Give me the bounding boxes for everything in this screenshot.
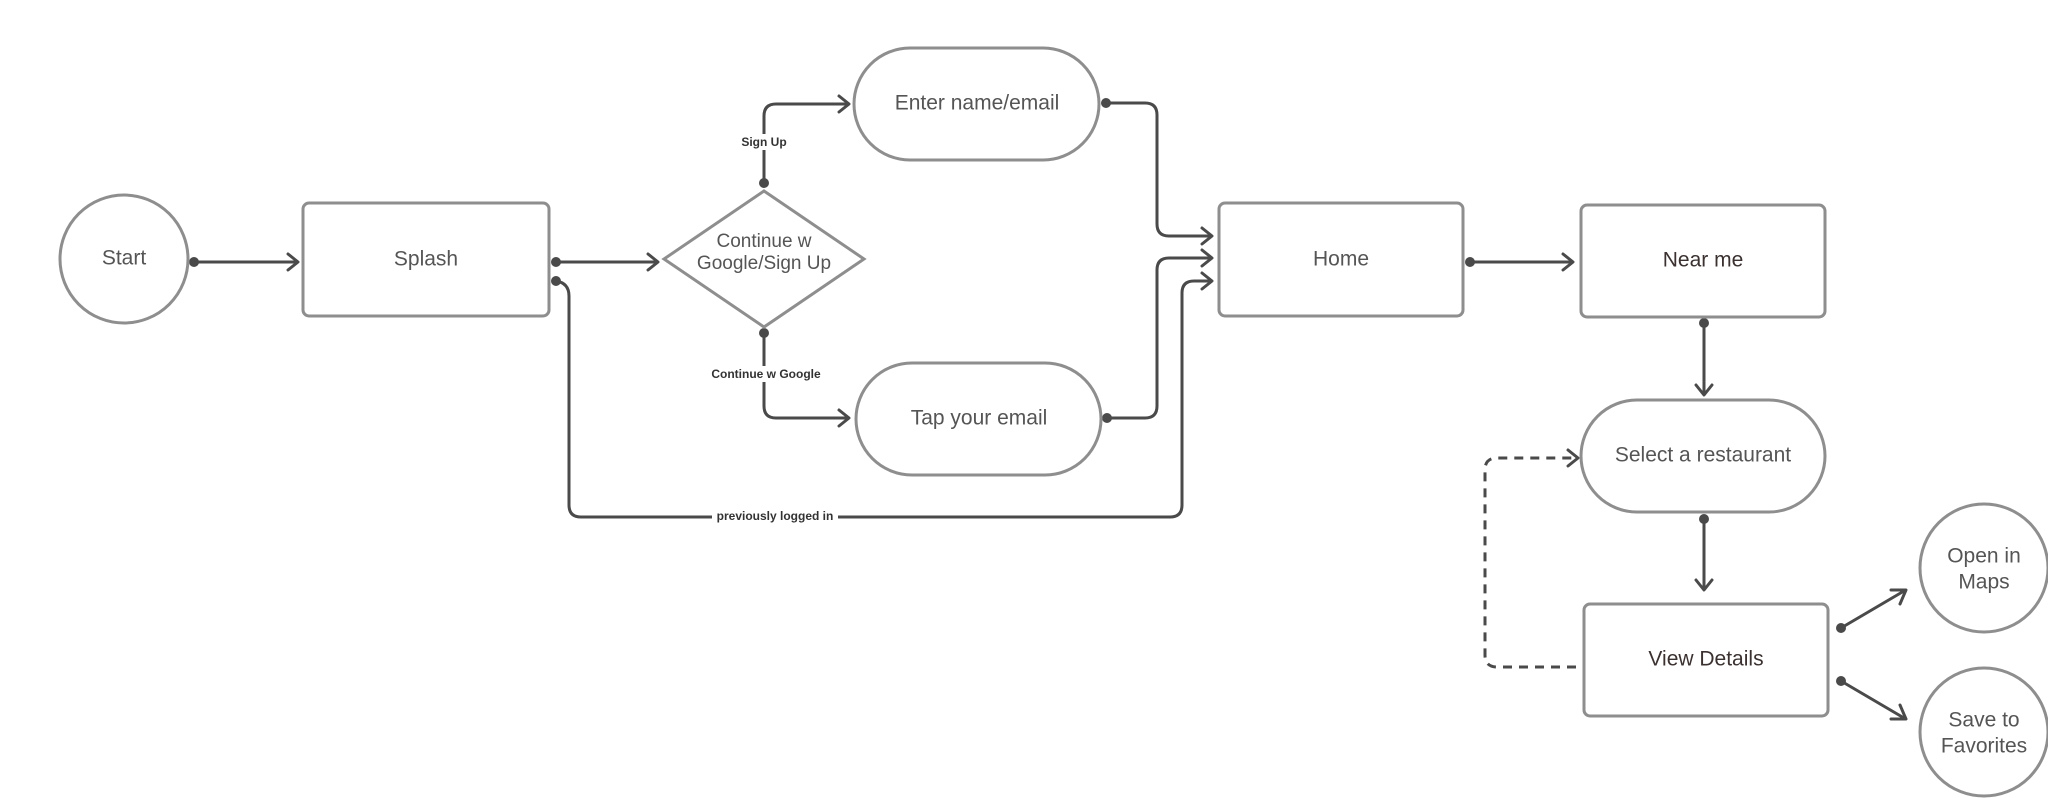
edge-label-continue-google: Continue w Google xyxy=(711,367,821,381)
connector-dots xyxy=(189,98,1846,686)
edge-tap-email-home xyxy=(1105,256,1213,420)
node-start[interactable]: Start xyxy=(58,193,190,325)
connector-dot xyxy=(551,257,561,267)
node-select-restaurant[interactable]: Select a restaurant xyxy=(1579,398,1827,514)
edge-decision-enter-name xyxy=(762,102,850,185)
node-splash[interactable]: Splash xyxy=(301,201,551,318)
node-open-in-maps-label-line-2: Maps xyxy=(1958,571,2009,594)
node-decision-label-line-1: Continue w xyxy=(716,231,811,252)
edge-label-previously-logged-in: previously logged in xyxy=(717,509,834,523)
node-open-in-maps-label-line-1: Open in xyxy=(1947,545,2021,568)
connector-dot xyxy=(1699,514,1709,524)
connector-dot xyxy=(759,328,769,338)
node-save-to-favorites[interactable]: Save to Favorites xyxy=(1918,666,2048,798)
node-home[interactable]: Home xyxy=(1217,201,1465,318)
arrow-icon xyxy=(1200,226,1214,246)
edge-view-details-back-dashed xyxy=(1483,456,1577,669)
node-splash-label: Splash xyxy=(394,248,458,271)
edges xyxy=(192,94,1908,721)
nodes: Start Splash Continue w Google/Sign Up E… xyxy=(58,46,2048,798)
connector-dot xyxy=(1699,318,1709,328)
node-start-label: Start xyxy=(102,247,147,270)
arrow-icon xyxy=(1694,578,1714,592)
connector-dot xyxy=(1836,676,1846,686)
node-decision-label-line-2: Google/Sign Up xyxy=(697,253,831,274)
arrow-icon xyxy=(646,252,660,272)
arrow-icon xyxy=(1889,588,1908,606)
connector-dot xyxy=(1836,623,1846,633)
node-near-me-label: Near me xyxy=(1663,249,1744,272)
node-near-me[interactable]: Near me xyxy=(1579,203,1827,319)
node-tap-your-email[interactable]: Tap your email xyxy=(854,361,1103,477)
connector-dot xyxy=(1102,413,1112,423)
arrow-icon xyxy=(1200,271,1214,291)
edge-label-sign-up: Sign Up xyxy=(741,135,786,149)
node-open-in-maps[interactable]: Open in Maps xyxy=(1918,502,2048,634)
node-enter-name-email-label: Enter name/email xyxy=(895,92,1060,115)
arrow-icon xyxy=(837,408,851,428)
node-decision[interactable]: Continue w Google/Sign Up xyxy=(661,189,867,329)
node-enter-name-email[interactable]: Enter name/email xyxy=(852,46,1101,162)
edge-splash-home-loggedin xyxy=(554,279,1213,519)
arrow-icon xyxy=(1561,252,1575,272)
connector-dot xyxy=(1465,257,1475,267)
node-home-label: Home xyxy=(1313,248,1369,271)
node-save-to-favorites-label-line-2: Favorites xyxy=(1941,735,2027,758)
arrow-icon xyxy=(1566,448,1580,468)
edge-view-details-favorites xyxy=(1839,679,1906,720)
node-select-restaurant-label: Select a restaurant xyxy=(1615,444,1791,467)
arrow-icon xyxy=(1200,248,1214,268)
connector-dot xyxy=(759,178,769,188)
arrow-icon xyxy=(1694,383,1714,397)
arrow-icon xyxy=(286,252,300,272)
arrow-icon xyxy=(1889,703,1908,721)
edge-decision-tap-email xyxy=(762,331,850,420)
arrow-icon xyxy=(837,94,851,114)
node-view-details[interactable]: View Details xyxy=(1582,602,1830,718)
node-view-details-label: View Details xyxy=(1648,648,1763,671)
node-save-to-favorites-label-line-1: Save to xyxy=(1948,709,2019,732)
edge-enter-name-home xyxy=(1104,101,1213,238)
connector-dot xyxy=(551,276,561,286)
edge-view-details-maps xyxy=(1839,589,1906,630)
node-tap-your-email-label: Tap your email xyxy=(911,407,1048,430)
edge-labels: Sign Up Continue w Google previously log… xyxy=(708,134,838,526)
connector-dot xyxy=(189,257,199,267)
connector-dot xyxy=(1101,98,1111,108)
